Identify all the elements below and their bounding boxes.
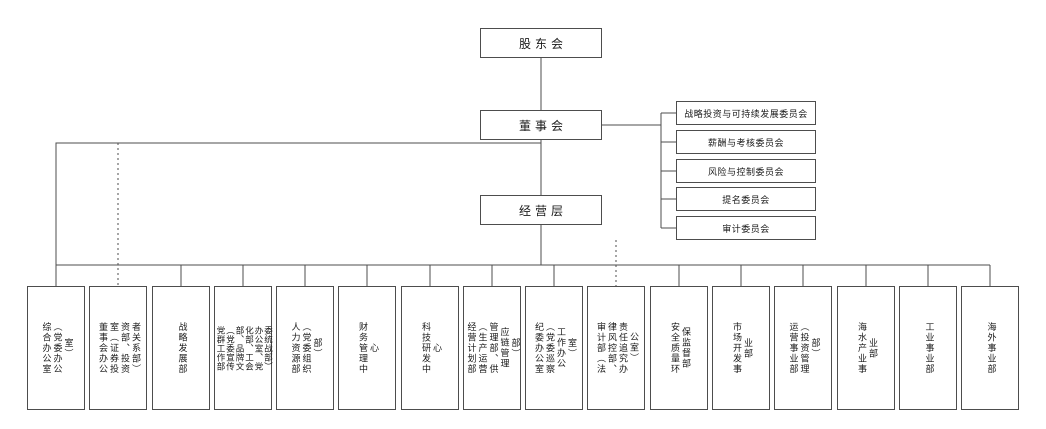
dept-label: 财务管理中心 bbox=[357, 321, 378, 375]
dept-industrial-division: 工业事业部 bbox=[899, 286, 957, 410]
shareholders-meeting-box: 股东会 bbox=[480, 28, 602, 58]
board-of-directors-label: 董事会 bbox=[518, 118, 567, 133]
dept-label: 党群工作部（党委宣传部、品牌文化部、工会办公室、党委统战部） bbox=[215, 325, 273, 371]
dept-audit: 审计部（法律风控部、责任追究办公室） bbox=[587, 286, 645, 410]
dept-strategy-development: 战略发展部 bbox=[152, 286, 210, 410]
committee-audit: 审计委员会 bbox=[676, 216, 816, 240]
dept-overseas-division: 海外事业部 bbox=[961, 286, 1019, 410]
dept-label: 战略发展部 bbox=[176, 321, 187, 375]
dept-market-development-division: 市场开发事业部 bbox=[712, 286, 770, 410]
dept-label: 工业事业部 bbox=[923, 321, 934, 375]
dept-label: 纪委办公室（党委巡察工作办公室） bbox=[533, 321, 576, 375]
dept-label: 安全质量环保监督部 bbox=[669, 321, 690, 375]
dept-label: 海外事业部 bbox=[985, 321, 996, 375]
dept-label: 科技研发中心 bbox=[420, 321, 441, 375]
dept-label: 运营事业部（投资管理部） bbox=[787, 321, 820, 375]
dept-discipline-inspection-office: 纪委办公室（党委巡察工作办公室） bbox=[525, 286, 583, 410]
dept-party-mass-work: 党群工作部（党委宣传部、品牌文化部、工会办公室、党委统战部） bbox=[214, 286, 273, 410]
committee-label: 战略投资与可持续发展委员会 bbox=[684, 109, 808, 120]
board-left-branch-line bbox=[55, 142, 541, 286]
committee-label: 薪酬与考核委员会 bbox=[707, 138, 784, 149]
committee-remuneration-appraisal: 薪酬与考核委员会 bbox=[676, 130, 816, 154]
committee-label: 审计委员会 bbox=[722, 224, 770, 235]
dept-label: 人力资源部（党委组织部） bbox=[289, 321, 322, 375]
management-level-label: 经营层 bbox=[518, 203, 567, 218]
dept-human-resources: 人力资源部（党委组织部） bbox=[276, 286, 334, 410]
committee-nomination: 提名委员会 bbox=[676, 187, 816, 211]
dept-label: 市场开发事业部 bbox=[731, 321, 752, 375]
committee-risk-control: 风险与控制委员会 bbox=[676, 159, 816, 183]
department-stubs bbox=[180, 265, 991, 286]
dept-operation-planning: 经营计划部（生产运营管理部、供应链管理部） bbox=[463, 286, 521, 410]
board-of-directors-box: 董事会 bbox=[480, 110, 602, 140]
dept-tech-research-center: 科技研发中心 bbox=[401, 286, 459, 410]
shareholders-meeting-label: 股东会 bbox=[518, 36, 567, 51]
committee-stubs bbox=[661, 112, 676, 229]
committee-label: 提名委员会 bbox=[722, 195, 770, 206]
dept-finance-management-center: 财务管理中心 bbox=[338, 286, 396, 410]
dept-label: 经营计划部（生产运营管理部、供应链管理部） bbox=[465, 321, 520, 375]
dept-label: 董事会办公室（证券投资部、投资者关系部） bbox=[97, 321, 140, 375]
dept-label: 审计部（法律风控部、责任追究办公室） bbox=[595, 321, 638, 375]
dept-general-office: 综合办公室（党委办公室） bbox=[27, 286, 85, 410]
management-level-box: 经营层 bbox=[480, 195, 602, 225]
dept-board-office: 董事会办公室（证券投资部、投资者关系部） bbox=[89, 286, 147, 410]
dept-seawater-industry-division: 海水产业事业部 bbox=[837, 286, 895, 410]
dept-operation-division: 运营事业部（投资管理部） bbox=[774, 286, 832, 410]
committee-strategic-investment-sustainable-development: 战略投资与可持续发展委员会 bbox=[676, 101, 816, 125]
committee-label: 风险与控制委员会 bbox=[707, 167, 784, 178]
dept-safety-quality-environment: 安全质量环保监督部 bbox=[650, 286, 708, 410]
dept-label: 综合办公室（党委办公室） bbox=[40, 321, 73, 375]
dept-label: 海水产业事业部 bbox=[856, 321, 877, 375]
